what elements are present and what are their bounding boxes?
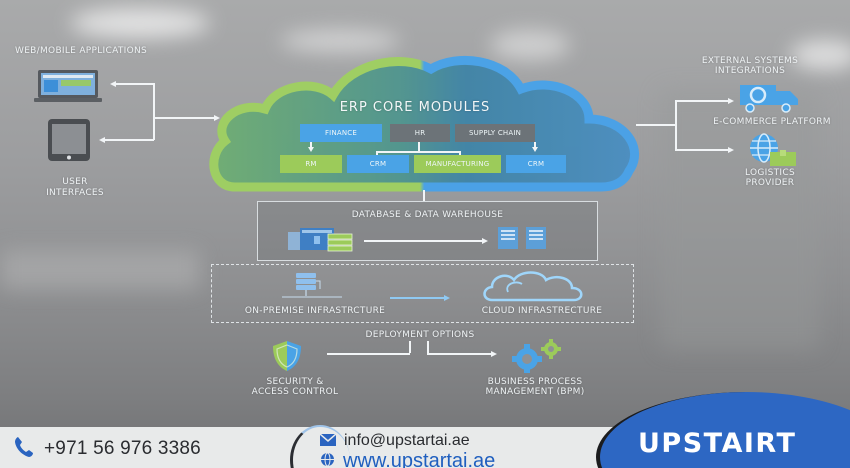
module-supply-chain: SUPPLY CHAIN: [455, 124, 535, 142]
deployment-options-box: [211, 264, 634, 323]
logistics-provider-line2: PROVIDER: [745, 178, 795, 188]
logistics-provider-line1: LOGISTICS: [745, 168, 795, 178]
bpm-line1: BUSINESS PROCESS: [487, 377, 583, 387]
website-url[interactable]: www.upstartai.ae: [343, 450, 496, 468]
arrow-down-icon: [531, 147, 538, 152]
connector-line: [364, 240, 484, 242]
web-mobile-title: WEB/MOBILE APPLICATIONS: [15, 46, 148, 56]
connector-line: [409, 341, 411, 353]
envelope-icon: [319, 431, 337, 450]
globe-package-icon: [742, 132, 800, 168]
laptop-icon: [34, 69, 102, 103]
background-light: [280, 30, 400, 52]
arrow-right-icon: [444, 295, 450, 301]
background-shape: [660, 90, 820, 350]
erp-core-title: ERP CORE MODULES: [339, 100, 491, 115]
connector-line: [101, 139, 154, 141]
connector-line: [636, 124, 676, 126]
arrow-right-icon: [482, 237, 488, 244]
ecommerce-platform-label: E-COMMERCE PLATFORM: [713, 117, 831, 127]
background-light: [790, 40, 850, 70]
external-systems-title-line1: EXTERNAL SYSTEMS: [701, 56, 799, 66]
connector-line: [376, 151, 378, 156]
module-finance: FINANCE: [300, 124, 382, 142]
module-rm: RM: [280, 155, 342, 173]
connector-line: [310, 142, 312, 148]
arrow-right-icon: [214, 114, 220, 121]
module-manufacturing: MANUFACTURING: [414, 155, 501, 173]
connector-line: [153, 83, 155, 140]
connector-line: [427, 353, 493, 355]
on-premise-label: ON-PREMISE INFRASTRCTURE: [244, 306, 386, 316]
connector-line: [423, 190, 425, 202]
gears-icon: [505, 339, 567, 373]
arrow-down-icon: [307, 147, 314, 152]
bpm-line2: MANAGEMENT (BPM): [485, 387, 585, 397]
shield-icon: [270, 339, 304, 373]
arrow-left-icon: [110, 80, 116, 87]
connector-line: [154, 117, 218, 119]
brand-logo: UPSTAIRT: [638, 428, 797, 459]
external-systems-title-line2: INTEGRATIONS: [714, 66, 786, 76]
data-warehouse-icon: [496, 226, 550, 250]
arrow-left-icon: [99, 136, 105, 143]
module-hr: HR: [390, 124, 450, 142]
security-line2: ACCESS CONTROL: [251, 387, 339, 397]
website-contact[interactable]: www.upstartai.ae: [320, 450, 495, 468]
security-line1: SECURITY &: [266, 377, 324, 387]
user-interfaces-line2: INTERFACES: [46, 188, 104, 198]
connector-line: [459, 151, 461, 156]
email-address[interactable]: info@upstartai.ae: [344, 431, 470, 449]
connector-line: [675, 100, 677, 150]
background-light: [70, 8, 210, 38]
tablet-icon: [48, 119, 90, 161]
module-crm-2: CRM: [506, 155, 566, 173]
phone-icon: [14, 436, 34, 462]
decorative-arc: [290, 425, 350, 468]
connector-line: [675, 100, 730, 102]
truck-gear-icon: [736, 81, 804, 113]
globe-icon: [320, 452, 335, 468]
cloud-infrastructure-icon: [482, 270, 586, 304]
connector-line: [675, 149, 730, 151]
connector-line: [112, 83, 154, 85]
connector-line: [390, 297, 446, 299]
cloud-infrastructure-label: CLOUD INFRASTRECTURE: [481, 306, 603, 316]
background-light: [490, 30, 570, 60]
phone-contact[interactable]: +971 56 976 3386: [14, 436, 201, 462]
user-interfaces-line1: USER: [62, 177, 88, 187]
deployment-options-title: DEPLOYMENT OPTIONS: [365, 330, 475, 340]
database-title: DATABASE & DATA WAREHOUSE: [351, 210, 504, 220]
phone-number[interactable]: +971 56 976 3386: [44, 438, 201, 459]
arrow-right-icon: [491, 350, 497, 357]
connector-line: [327, 353, 410, 355]
module-crm: CRM: [347, 155, 409, 173]
connector-line: [427, 341, 429, 353]
arrow-right-icon: [728, 146, 734, 153]
on-premise-server-icon: [282, 273, 342, 299]
connector-line: [418, 142, 420, 152]
arrow-right-icon: [728, 97, 734, 104]
email-contact[interactable]: info@upstartai.ae: [319, 431, 470, 450]
database-servers-icon: [288, 226, 356, 252]
background-table: [0, 250, 200, 290]
connector-line: [534, 142, 536, 148]
